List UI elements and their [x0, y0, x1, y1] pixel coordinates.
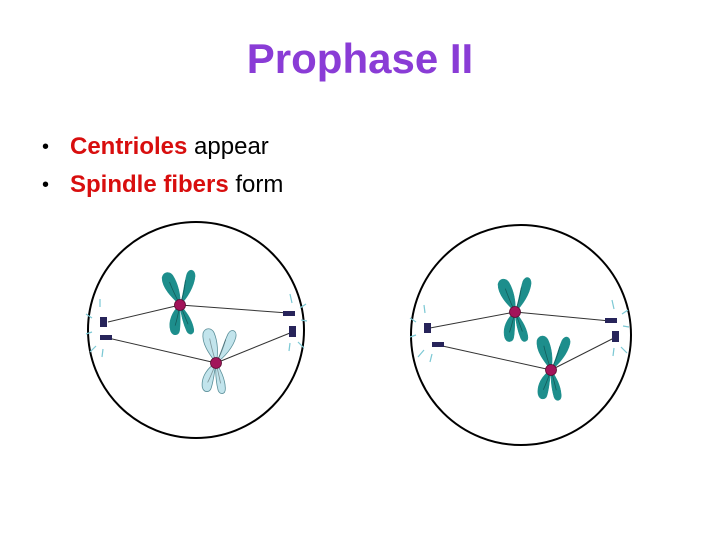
- aster: [409, 304, 433, 363]
- centriole: [424, 323, 431, 333]
- bullet-list: • Centrioles appear • Spindle fibers for…: [42, 128, 283, 204]
- bullet-keyword: Centrioles: [70, 133, 188, 160]
- bullet-text: appear: [194, 133, 269, 160]
- slide-title: Prophase II: [246, 35, 474, 82]
- cell-membrane: [410, 224, 632, 446]
- spindle-fiber: [550, 337, 615, 371]
- spindle-fiber: [514, 311, 611, 322]
- centromere: [509, 306, 521, 318]
- aster: [85, 299, 104, 358]
- bullet-marker: •: [42, 174, 50, 196]
- spindle-fiber: [429, 311, 516, 329]
- left-cell: [85, 221, 308, 439]
- centriole: [289, 326, 296, 337]
- centriole: [612, 331, 619, 342]
- spindle-fiber: [215, 332, 291, 364]
- centriole: [605, 318, 617, 323]
- centriole: [283, 311, 295, 316]
- bullet-item-spindle-fibers: • Spindle fibers form: [42, 166, 283, 204]
- centriole: [100, 335, 112, 340]
- centromere: [210, 357, 222, 369]
- cell-membrane: [87, 221, 305, 439]
- bullet-marker: •: [42, 136, 50, 158]
- bullet-keyword: Spindle fibers: [70, 171, 229, 198]
- centromere: [174, 299, 186, 311]
- right-cell: [409, 224, 632, 446]
- spindle-fiber: [107, 304, 181, 323]
- bullet-item-centrioles: • Centrioles appear: [42, 128, 283, 166]
- centromere: [545, 364, 557, 376]
- spindle-fiber: [437, 344, 552, 371]
- aster: [611, 299, 630, 357]
- bullet-text: form: [235, 171, 284, 198]
- centriole: [432, 342, 444, 347]
- spindle-fiber: [179, 304, 289, 314]
- spindle-fiber: [107, 337, 217, 364]
- centriole: [100, 317, 107, 327]
- aster: [288, 293, 308, 352]
